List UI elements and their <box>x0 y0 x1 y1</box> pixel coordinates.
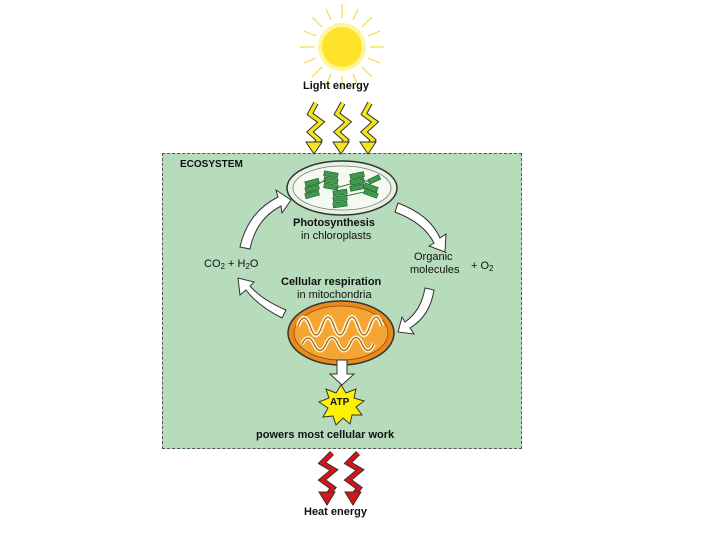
light-energy-label: Light energy <box>303 80 370 92</box>
cycle-arrows <box>237 188 447 335</box>
heat-energy-arrows <box>317 451 365 506</box>
cellular-respiration-label: Cellular respiration <box>281 276 382 288</box>
organic-line2-label: molecules <box>410 264 460 276</box>
heat-energy-label: Heat energy <box>304 506 367 518</box>
arrow-organic-to-respiration <box>397 287 435 335</box>
in-mitochondria-label: in mitochondria <box>297 289 372 301</box>
mitochondrion-icon <box>287 300 395 366</box>
powers-work-label: powers most cellular work <box>256 429 395 441</box>
chloroplast-icon <box>286 160 398 216</box>
light-energy-arrows <box>305 101 380 155</box>
sun-icon <box>300 4 384 90</box>
arrow-photosynthesis-to-organic <box>394 202 447 253</box>
in-chloroplasts-label: in chloroplasts <box>301 230 372 242</box>
plus-o2-label: + O2 <box>471 260 494 273</box>
atp-starburst-icon <box>317 384 366 426</box>
co2-h2o-label: CO2 + H2O <box>204 258 259 271</box>
arrow-to-atp <box>328 359 356 386</box>
organic-line1-label: Organic <box>414 251 453 263</box>
atp-label: ATP <box>330 397 350 408</box>
photosynthesis-label: Photosynthesis <box>293 217 375 229</box>
ecosystem-label: ECOSYSTEM <box>180 159 243 170</box>
arrow-respiration-to-co2 <box>237 277 287 319</box>
arrow-co2-to-photosynthesis <box>239 188 292 250</box>
